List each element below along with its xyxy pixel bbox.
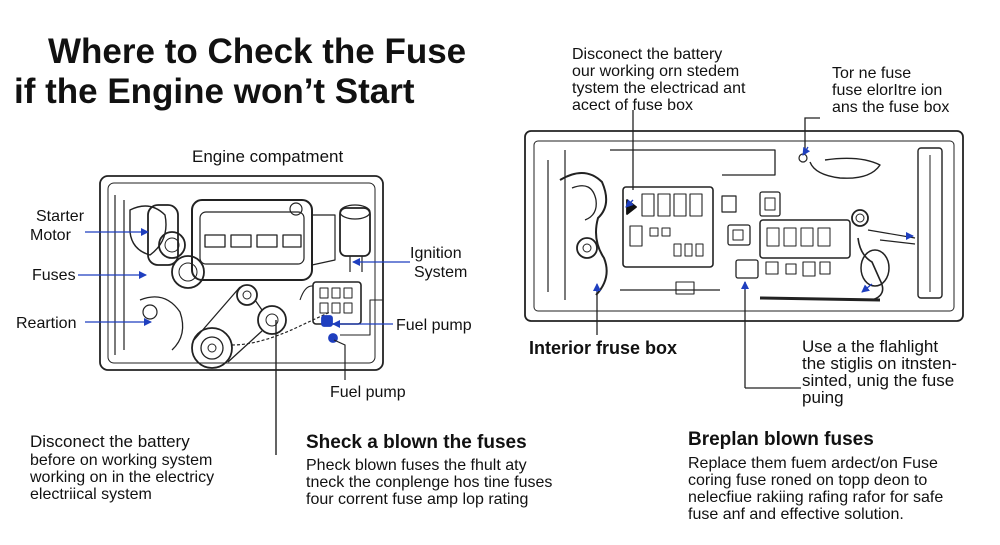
step-disconnect-line-1: before on working system xyxy=(30,452,213,469)
fuse-box-note-top-center-line-1: Disconect the battery xyxy=(572,46,723,63)
step-check-line-3: four corrent fuse amp lop rating xyxy=(306,491,529,508)
title-line-2: if the Engine won’t Start xyxy=(14,72,415,111)
fuel-pump-label-right: Fuel pump xyxy=(396,317,472,334)
engine-compartment-heading: Engine compatment xyxy=(192,147,344,166)
engine-compartment-drawing xyxy=(99,175,384,371)
fuse-box-note-top-center-line-4: acect of fuse box xyxy=(572,97,693,114)
reartion-label: Reartion xyxy=(16,315,77,332)
relay-strip xyxy=(759,219,851,259)
fuse-box-note-right: Use a the flahlight the stiglis on itnst… xyxy=(802,338,957,406)
fuses-label: Fuses xyxy=(32,267,76,284)
step-replace-line-4: fuse anf and effective solution. xyxy=(688,506,904,523)
fuse-box-note-top-right-line-2: fuse elorItre ion xyxy=(832,82,943,99)
engine-bay-frame xyxy=(99,175,384,371)
title-line-1: Where to Check the Fuse xyxy=(48,32,467,71)
step-check-line-1: Pheck blown fuses the fhult aty xyxy=(306,457,527,474)
step-replace-blown-fuses: Breplan blown fuses Replace them fuem ar… xyxy=(688,428,943,523)
interior-fuse-box-drawing xyxy=(524,130,964,322)
step-check-blown-fuses: Sheck a blown the fuses Pheck blown fuse… xyxy=(306,431,552,508)
step-replace-body: Replace them fuem ardect/on Fuse coring … xyxy=(688,455,943,523)
step-disconnect-battery: Disconect the battery before on working … xyxy=(30,432,214,503)
fuse-box-note-top-right-line-1: Tor ne fuse xyxy=(832,65,912,82)
fuel-pump-label-bottom: Fuel pump xyxy=(330,384,406,401)
step-replace-line-1: Replace them fuem ardect/on Fuse xyxy=(688,455,938,472)
engine-cover xyxy=(191,199,313,281)
step-check-body: Pheck blown fuses the fhult aty tneck th… xyxy=(306,457,552,508)
fuse-box-panel xyxy=(524,130,964,322)
fuse-box-note-top-center: Disconect the battery our working orn st… xyxy=(572,46,745,114)
step-disconnect-line-3: electriical system xyxy=(30,486,152,503)
ignition-system-label-line-2: System xyxy=(414,264,468,281)
interior-fuse-box-label: Interior fruse box xyxy=(529,338,678,358)
fuse-box-note-top-center-line-2: our working orn stedem xyxy=(572,63,740,80)
fuse-box-pointer-lines xyxy=(593,110,914,389)
step-disconnect-line-2: working on in the electricy xyxy=(30,469,215,486)
step-check-heading: Sheck a blown the fuses xyxy=(306,432,527,453)
fuse-box-note-right-line-2: the stiglis on itnsten- xyxy=(802,354,957,373)
fuse-box-note-top-right-line-3: ans the fuse box xyxy=(832,99,950,116)
starter-motor-label-line-2: Motor xyxy=(30,227,71,244)
step-replace-line-3: nelecfiue rakiing rafing rafor for safe xyxy=(688,489,944,506)
step-disconnect-body: before on working system working on in t… xyxy=(30,452,214,503)
starter-motor-label-line-1: Starter xyxy=(36,208,85,225)
fuse-box-note-right-line-4: puing xyxy=(802,388,844,407)
starter-motor-label: Starter Motor xyxy=(30,207,84,245)
ignition-system-label: Ignition System xyxy=(410,244,467,282)
fuse-box-note-top-center-line-3: tystem the electricad ant xyxy=(572,80,746,97)
page-title: Where to Check the Fuse if the Engine wo… xyxy=(14,32,466,112)
step-disconnect-heading: Disconect the battery xyxy=(30,432,190,451)
engine-pointer-lines xyxy=(78,228,410,328)
fuse-cluster xyxy=(622,186,714,268)
step-replace-heading: Breplan blown fuses xyxy=(688,429,874,450)
ignition-system-label-line-1: Ignition xyxy=(410,245,462,262)
fuse-box-note-top-right: Tor ne fuse fuse elorItre ion ans the fu… xyxy=(832,65,949,116)
fuel-pump-leader xyxy=(333,339,346,380)
step-replace-line-2: coring fuse roned on topp deon to xyxy=(688,472,928,489)
step-check-line-2: tneck the conplenge hos tine fuses xyxy=(306,474,553,491)
fuse-box-note-right-line-3: sinted, unig the fuse xyxy=(802,371,955,390)
fuse-box-note-right-line-1: Use a the flahlight xyxy=(802,337,939,356)
